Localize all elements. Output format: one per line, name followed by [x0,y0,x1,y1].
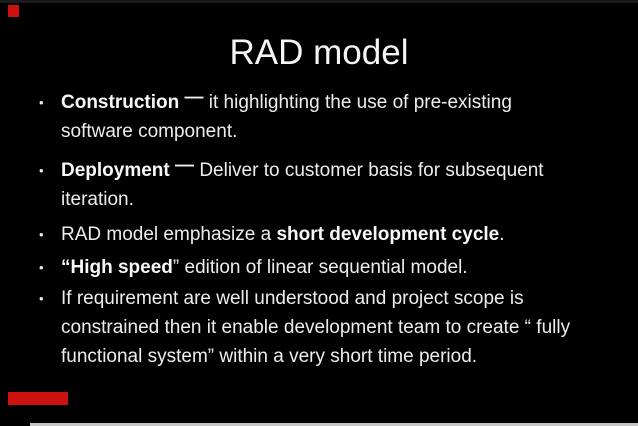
bullet-text: functional system” within a very short t… [61,346,478,367]
bullet-text: software component. [61,121,238,142]
bullet-dot-icon: • [39,291,44,306]
bullet-text: ” edition of linear sequential model. [172,257,468,278]
bullet-item-high-speed: • “High speed” edition of linear sequent… [38,253,598,282]
red-footer-marker [8,392,68,405]
bullet-text: iteration. [61,189,134,210]
bullet-bold-text: short development cycle [276,224,500,245]
bullet-text-block: Construction — it highlighting the use o… [61,87,598,146]
bullet-text: . [499,224,505,245]
bullet-text-block: Deployment — Deliver to customer basis f… [61,155,598,214]
bullet-text: RAD model emphasize a [61,224,277,245]
bullet-bold-text: “High speed [61,257,173,278]
dash-separator: — [169,155,200,176]
bullet-text-block: RAD model emphasize a short development … [61,220,598,249]
bullet-text-block: “High speed” edition of linear sequentia… [61,253,598,282]
dash-separator: — [179,87,209,108]
bullet-list: • Construction — it highlighting the use… [38,87,598,371]
bullet-item-requirements: • If requirement are well understood and… [38,284,598,371]
bullet-lead-bold: Construction [61,92,180,113]
bullet-dot-icon: • [39,260,44,275]
bullet-lead-bold: Deployment [61,160,170,181]
red-corner-marker [8,5,19,17]
bullet-item-rad-cycle: • RAD model emphasize a short developmen… [38,220,598,249]
bullet-text: Deliver to customer basis for subsequent [199,160,544,181]
bullet-item-deployment: • Deployment — Deliver to customer basis… [38,155,598,214]
bullet-dot-icon: • [39,163,44,178]
bullet-dot-icon: • [39,95,44,110]
bottom-edge-line [30,423,638,426]
bullet-text: constrained then it enable development t… [61,317,571,338]
bullet-text: it highlighting the use of pre-existing [208,92,512,113]
bullet-text-block: If requirement are well understood and p… [61,284,598,371]
top-edge-line [0,0,638,3]
slide-title: RAD model [229,33,409,72]
bullet-dot-icon: • [39,227,44,242]
bullet-item-construction: • Construction — it highlighting the use… [38,87,598,146]
bullet-text: If requirement are well understood and p… [61,288,524,309]
